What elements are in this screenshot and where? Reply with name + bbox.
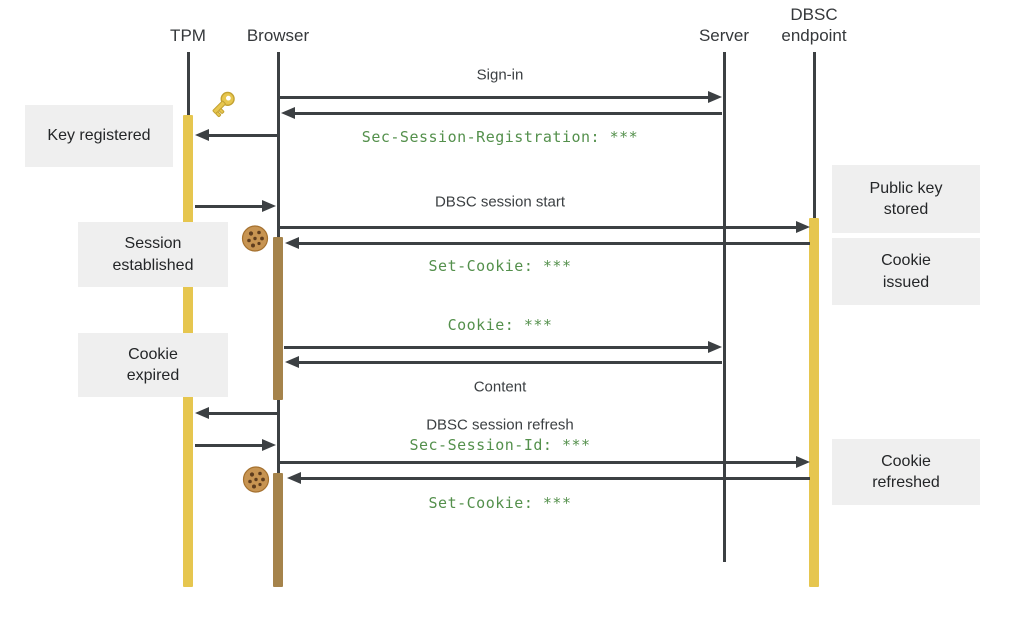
actor-label-dbsc: DBSC endpoint — [781, 4, 847, 45]
message-label: DBSC session refresh — [426, 416, 574, 434]
lifeline-server — [723, 52, 726, 562]
message-arrowhead — [708, 91, 722, 103]
cookie-icon-holder — [241, 225, 269, 258]
message-label: Sec-Session-Registration: *** — [361, 128, 639, 146]
actor-label-tpm: TPM — [170, 25, 206, 45]
cookie-icon — [241, 225, 269, 252]
message-arrowhead — [262, 200, 276, 212]
message-arrow-line — [280, 226, 799, 229]
side-box: Public key stored — [832, 165, 980, 233]
activation-bar-browser-1 — [273, 473, 283, 587]
message-arrowhead — [281, 107, 295, 119]
message-label: Set-Cookie: *** — [428, 494, 572, 512]
side-box: Cookie expired — [78, 333, 228, 397]
message-arrow-line — [206, 134, 277, 137]
message-arrow-line — [284, 346, 711, 349]
lifeline-tpm — [187, 52, 190, 120]
message-arrowhead — [195, 407, 209, 419]
side-box: Cookie refreshed — [832, 439, 980, 505]
side-box: Key registered — [25, 105, 173, 167]
message-arrowhead — [262, 439, 276, 451]
activation-bar-browser-0 — [273, 237, 283, 400]
message-arrowhead — [287, 472, 301, 484]
message-label: Sign-in — [476, 66, 524, 84]
cookie-icon-holder — [242, 466, 270, 499]
message-arrowhead — [195, 129, 209, 141]
key-icon-holder — [205, 88, 239, 127]
side-box: Session established — [78, 222, 228, 287]
side-box: Cookie issued — [832, 238, 980, 305]
message-arrowhead — [285, 356, 299, 368]
message-label: DBSC session start — [434, 193, 566, 211]
message-arrow-line — [296, 361, 722, 364]
message-arrow-line — [206, 412, 277, 415]
message-arrowhead — [796, 456, 810, 468]
message-label: Cookie: *** — [447, 316, 553, 334]
message-arrow-line — [280, 96, 711, 99]
message-arrow-line — [292, 112, 722, 115]
message-arrow-line — [195, 444, 265, 447]
message-arrow-line — [195, 205, 265, 208]
message-label: Content — [473, 378, 527, 396]
actor-label-browser: Browser — [246, 25, 310, 45]
key-icon — [212, 91, 235, 118]
message-arrowhead — [285, 237, 299, 249]
message-arrow-line — [298, 477, 810, 480]
cookie-icon — [242, 466, 270, 493]
lifeline-dbsc — [813, 52, 816, 225]
actor-label-server: Server — [698, 25, 750, 45]
activation-bar-dbsc-0 — [809, 218, 819, 587]
message-arrowhead — [708, 341, 722, 353]
message-arrow-line — [296, 242, 810, 245]
message-label: Set-Cookie: *** — [428, 257, 572, 275]
message-arrowhead — [796, 221, 810, 233]
message-label: Sec-Session-Id: *** — [409, 436, 591, 454]
message-arrow-line — [280, 461, 799, 464]
